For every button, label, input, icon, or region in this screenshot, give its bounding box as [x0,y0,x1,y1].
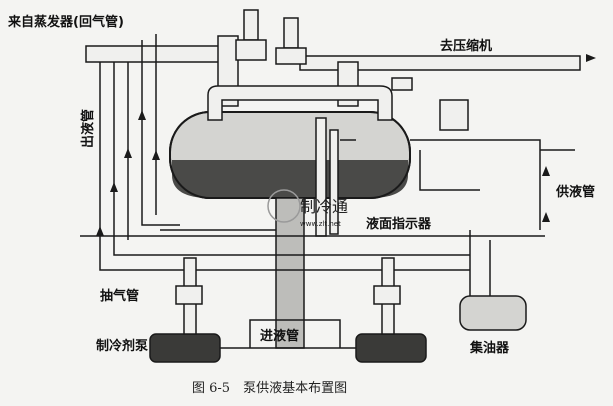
liquid-supply-line [391,77,575,230]
label-liquid-supply: 供液管 [555,184,595,200]
label-oil-collector: 集油器 [469,340,510,356]
label-to-compressor: 去压缩机 [440,38,492,54]
liquid-outlet-pipes [99,34,186,271]
downcomer-pipe [275,197,305,349]
label-liquid-inlet: 进液管 [260,328,299,344]
watermark-url: www.zlt.net [300,220,341,228]
horizontal-pipes [80,229,545,271]
label-suction-pipe: 抽气管 [100,288,139,304]
watermark-logo-icon [267,189,301,223]
watermark: 制冷通 www.zlt.net [267,189,348,228]
label-level-indicator: 液面指示器 [366,216,432,232]
watermark-brand: 制冷通 [300,197,348,216]
label-refrigerant-pump: 制冷剂泵 [96,338,148,354]
label-liquid-outlet: 出液管 [80,109,96,148]
right-pump [355,257,427,363]
label-from-evaporator: 来自蒸发器(回气管) [7,14,124,30]
flow-arrows [96,54,596,236]
separator-vessel [169,111,411,199]
left-pump [149,257,221,363]
pump-inlet-header [220,319,356,349]
figure-caption: 图 6-5 泵供液基本布置图 [192,381,347,396]
oil-collector [459,230,527,331]
vessel-gas-pipes [207,9,393,121]
